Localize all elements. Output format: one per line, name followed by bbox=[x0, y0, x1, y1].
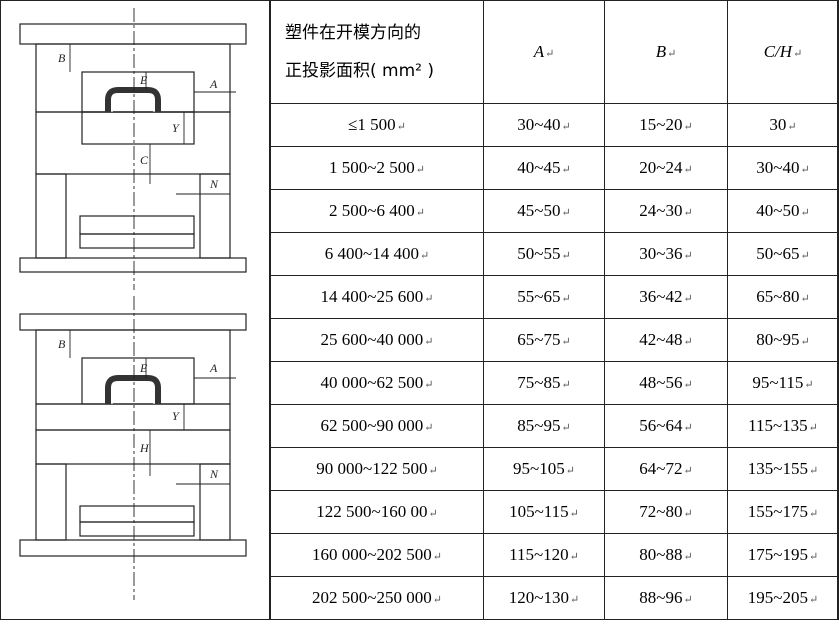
table-row: 1 500~2 500↵40~45↵20~24↵30~40↵ bbox=[270, 146, 839, 190]
dim-label-b-top: B bbox=[58, 51, 66, 65]
cell-a: 95~105↵ bbox=[483, 447, 605, 491]
header-col-b: B↵ bbox=[604, 0, 728, 104]
cell-b: 48~56↵ bbox=[604, 361, 728, 405]
table-row: 6 400~14 400↵50~55↵30~36↵50~65↵ bbox=[270, 232, 839, 276]
table-row: 202 500~250 000↵120~130↵88~96↵195~205↵ bbox=[270, 576, 839, 620]
cell-area: 6 400~14 400↵ bbox=[270, 232, 484, 276]
header-col-c: C/H↵ bbox=[727, 0, 839, 104]
cell-area: 25 600~40 000↵ bbox=[270, 318, 484, 362]
cell-b: 30~36↵ bbox=[604, 232, 728, 276]
cell-b: 20~24↵ bbox=[604, 146, 728, 190]
dim-label-n-bottom: N bbox=[209, 467, 219, 481]
cell-a: 65~75↵ bbox=[483, 318, 605, 362]
cell-a: 105~115↵ bbox=[483, 490, 605, 534]
cell-b: 42~48↵ bbox=[604, 318, 728, 362]
mold-diagrams: B E A Y C N bbox=[19, 8, 247, 600]
header-area-line1: 塑件在开模方向的 bbox=[285, 23, 421, 43]
cell-area: 40 000~62 500↵ bbox=[270, 361, 484, 405]
cell-b: 80~88↵ bbox=[604, 533, 728, 577]
dim-label-a-top: A bbox=[209, 77, 218, 91]
cell-a: 45~50↵ bbox=[483, 189, 605, 233]
dim-label-c-top: C bbox=[140, 153, 149, 167]
mold-diagram-bottom bbox=[19, 296, 247, 600]
cell-b: 72~80↵ bbox=[604, 490, 728, 534]
table-row: 160 000~202 500↵115~120↵80~88↵175~195↵ bbox=[270, 533, 839, 577]
cell-b: 88~96↵ bbox=[604, 576, 728, 620]
cell-c: 65~80↵ bbox=[727, 275, 839, 319]
cell-b: 56~64↵ bbox=[604, 404, 728, 448]
table-row: 62 500~90 000↵85~95↵56~64↵115~135↵ bbox=[270, 404, 839, 448]
diagram-column: B E A Y C N bbox=[0, 0, 270, 620]
dim-label-b-bottom: B bbox=[58, 337, 66, 351]
mold-diagram-top bbox=[19, 8, 247, 290]
cell-area: 202 500~250 000↵ bbox=[270, 576, 484, 620]
table-row: 122 500~160 00↵105~115↵72~80↵155~175↵ bbox=[270, 490, 839, 534]
cell-a: 115~120↵ bbox=[483, 533, 605, 577]
cell-area: 160 000~202 500↵ bbox=[270, 533, 484, 577]
table-row: 40 000~62 500↵75~85↵48~56↵95~115↵ bbox=[270, 361, 839, 405]
table-row: ≤1 500↵30~40↵15~20↵30↵ bbox=[270, 103, 839, 147]
table-row: 14 400~25 600↵55~65↵36~42↵65~80↵ bbox=[270, 275, 839, 319]
dim-label-y-top: Y bbox=[172, 121, 180, 135]
mold-dimension-table: 塑件在开模方向的 正投影面积( mm² ) A↵ B↵ C/H↵ ≤1 500↵… bbox=[270, 0, 839, 620]
header-col-a: A↵ bbox=[483, 0, 605, 104]
cell-c: 30~40↵ bbox=[727, 146, 839, 190]
cell-c: 155~175↵ bbox=[727, 490, 839, 534]
dim-label-n-top: N bbox=[209, 177, 219, 191]
dim-label-y-bottom: Y bbox=[172, 409, 180, 423]
cell-b: 24~30↵ bbox=[604, 189, 728, 233]
table-row: 25 600~40 000↵65~75↵42~48↵80~95↵ bbox=[270, 318, 839, 362]
cell-a: 30~40↵ bbox=[483, 103, 605, 147]
cell-c: 175~195↵ bbox=[727, 533, 839, 577]
cell-a: 40~45↵ bbox=[483, 146, 605, 190]
cell-a: 120~130↵ bbox=[483, 576, 605, 620]
dim-label-e-bottom: E bbox=[139, 361, 148, 375]
cell-area: 62 500~90 000↵ bbox=[270, 404, 484, 448]
cell-c: 40~50↵ bbox=[727, 189, 839, 233]
table-row: 90 000~122 500↵95~105↵64~72↵135~155↵ bbox=[270, 447, 839, 491]
cell-a: 85~95↵ bbox=[483, 404, 605, 448]
cell-area: 122 500~160 00↵ bbox=[270, 490, 484, 534]
cell-a: 50~55↵ bbox=[483, 232, 605, 276]
header-area-line2: 正投影面积( mm² ) bbox=[285, 61, 435, 81]
cell-area: 90 000~122 500↵ bbox=[270, 447, 484, 491]
dim-label-a-bottom: A bbox=[209, 361, 218, 375]
cell-area: 14 400~25 600↵ bbox=[270, 275, 484, 319]
cell-b: 36~42↵ bbox=[604, 275, 728, 319]
cell-area: 2 500~6 400↵ bbox=[270, 189, 484, 233]
cell-c: 50~65↵ bbox=[727, 232, 839, 276]
table-header-row: 塑件在开模方向的 正投影面积( mm² ) A↵ B↵ C/H↵ bbox=[270, 0, 839, 104]
cell-area: ≤1 500↵ bbox=[270, 103, 484, 147]
header-projected-area: 塑件在开模方向的 正投影面积( mm² ) bbox=[270, 0, 484, 104]
table-row: 2 500~6 400↵45~50↵24~30↵40~50↵ bbox=[270, 189, 839, 233]
cell-c: 95~115↵ bbox=[727, 361, 839, 405]
cell-b: 15~20↵ bbox=[604, 103, 728, 147]
cell-c: 195~205↵ bbox=[727, 576, 839, 620]
cell-a: 75~85↵ bbox=[483, 361, 605, 405]
cell-c: 135~155↵ bbox=[727, 447, 839, 491]
dim-label-h-bottom: H bbox=[139, 441, 150, 455]
cell-c: 80~95↵ bbox=[727, 318, 839, 362]
cell-b: 64~72↵ bbox=[604, 447, 728, 491]
cell-c: 30↵ bbox=[727, 103, 839, 147]
dim-label-e-top: E bbox=[139, 73, 148, 87]
cell-c: 115~135↵ bbox=[727, 404, 839, 448]
cell-a: 55~65↵ bbox=[483, 275, 605, 319]
cell-area: 1 500~2 500↵ bbox=[270, 146, 484, 190]
